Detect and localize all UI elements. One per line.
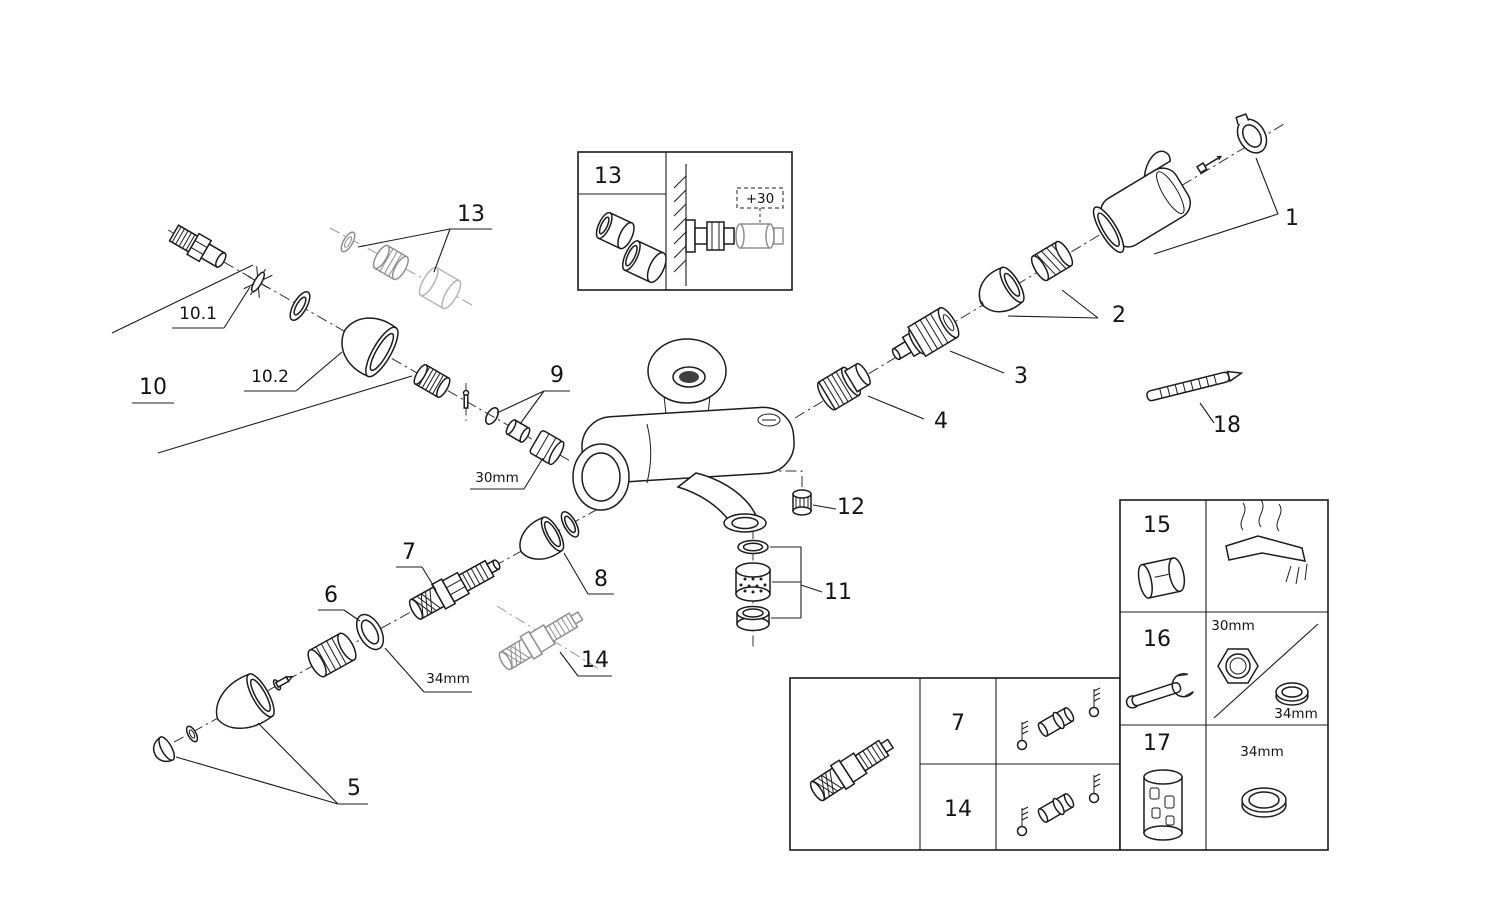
inset-17-ring-drawing (1241, 787, 1287, 818)
part-1-handle (1092, 113, 1268, 254)
part-10-2-escutcheons (289, 291, 399, 378)
inset-13-wall-section: +30 (673, 164, 784, 286)
inset-16-30mm-label: 30mm (1211, 618, 1254, 634)
part-3-thermostatic-cartridge (891, 306, 960, 361)
inset-13-extension-label: +30 (746, 191, 775, 207)
part-10-1-safety-clip (243, 266, 273, 298)
inset-15-cap-drawing (1137, 557, 1186, 599)
dim-30mm: 30mm (475, 470, 518, 486)
callout-6: 6 (324, 583, 338, 608)
part-7-union-nipple (408, 559, 501, 620)
callout-5: 5 (347, 776, 361, 801)
callout-12: 12 (837, 495, 865, 520)
faucet-body (572, 338, 795, 533)
dim-34mm: 34mm (426, 671, 469, 687)
inset-13-mounting-box: 13 (577, 151, 793, 291)
callout-13: 13 (457, 202, 485, 227)
inset-15-steam-pictogram (1225, 499, 1308, 585)
callout-3: 3 (1014, 364, 1028, 389)
part-2-stop-assembly (978, 240, 1074, 313)
part-18-thermometer-tool (1146, 370, 1244, 402)
callout-18: 18 (1213, 413, 1241, 438)
table-part-image (809, 738, 895, 802)
inset-checkvalve-table: 7 14 (789, 677, 1121, 851)
part-12-plug (792, 489, 812, 516)
part-4-union (816, 362, 871, 411)
callout-14: 14 (581, 648, 609, 673)
part-11-aerator-stack (735, 539, 771, 632)
part-9-small-parts (413, 363, 565, 466)
part-5-handle-assembly (152, 632, 357, 763)
table-row-7-drawing (1016, 687, 1101, 751)
table-row-14-drawing (1016, 773, 1101, 837)
inset-16-ring-drawing (1275, 682, 1309, 706)
inset-17-34mm-label: 34mm (1240, 744, 1283, 760)
inset-13-caps (595, 211, 667, 284)
inset-service-parts-box: 15 16 30mm 34m (1119, 499, 1329, 851)
callout-7: 7 (402, 540, 416, 565)
callout-10: 10 (139, 375, 167, 400)
callout-9: 9 (550, 363, 564, 388)
inset-16-label: 16 (1143, 627, 1171, 652)
part-10-connection-nipple (168, 224, 227, 268)
callout-10-2: 10.2 (251, 367, 289, 387)
inset-17-sleeve-drawing (1143, 769, 1183, 841)
inset-16-nut-drawing (1217, 648, 1259, 684)
inset-15-label: 15 (1143, 513, 1171, 538)
part-6-retaining-ring (355, 613, 385, 651)
part-14-union-grayed (498, 610, 584, 671)
callout-4: 4 (934, 409, 948, 434)
inset-13-label: 13 (594, 164, 622, 189)
inset-17-label: 17 (1143, 731, 1171, 756)
callout-10-1: 10.1 (179, 304, 217, 324)
callout-labels: 13 10.1 10.2 10 9 30mm 12 11 8 7 6 34mm … (139, 202, 1299, 801)
table-row-7-label: 7 (951, 711, 965, 736)
inset-16-34mm-label: 34mm (1274, 706, 1317, 722)
leader-lines (111, 157, 1279, 805)
part-13-caps-grayed (340, 231, 462, 310)
callout-1: 1 (1285, 206, 1299, 231)
wrench-icon (1125, 673, 1194, 709)
part-8-aerator-shell (519, 511, 580, 560)
callout-11: 11 (824, 580, 852, 605)
callout-8: 8 (594, 567, 608, 592)
table-row-14-label: 14 (944, 797, 972, 822)
callout-2: 2 (1112, 303, 1126, 328)
